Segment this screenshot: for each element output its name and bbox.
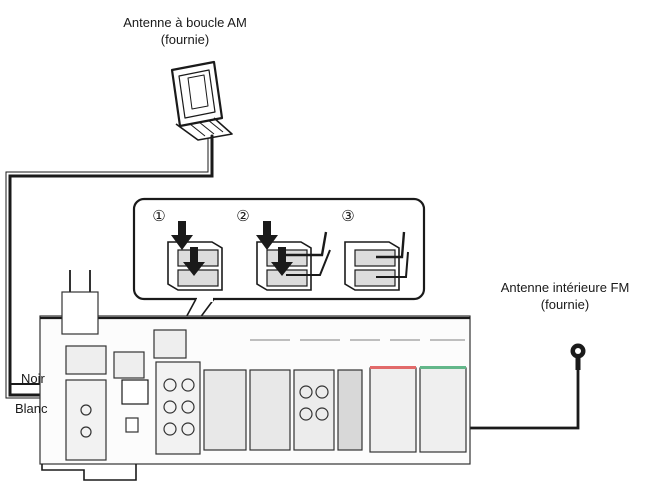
fm-antenna-supplied: (fournie) [540,297,590,312]
step-3-number: ③ [341,208,355,225]
fm-antenna-title: Antenne intérieure FM [500,280,630,295]
am-antenna-supplied: (fournie) [160,32,210,47]
step-3-terminal-icon [344,231,409,291]
am-antenna-title: Antenne à boucle AM [123,15,247,30]
step-2-terminal-icon [256,221,331,291]
fm-indoor-antenna-icon [570,343,586,370]
receiver-rear-panel [39,270,471,481]
am-loop-antenna-icon [170,60,233,141]
step-2-number: ② [236,208,250,225]
white-wire-label: Blanc [15,401,48,416]
am-antenna-label: Antenne à boucle AM (fournie) [95,14,275,48]
step-1-number: ① [152,208,166,225]
fm-antenna-label: Antenne intérieure FM (fournie) [480,279,650,313]
step-1-terminal-icon [167,221,223,291]
black-wire-label: Noir [21,371,45,386]
